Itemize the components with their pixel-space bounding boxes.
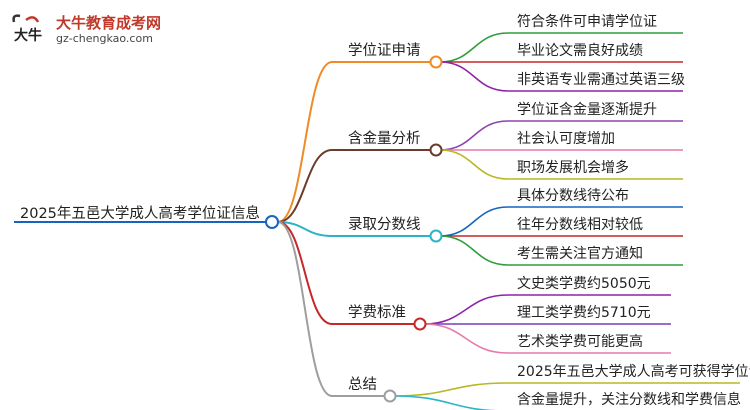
branch-connector xyxy=(277,221,333,397)
leaf-connector xyxy=(423,294,509,325)
branch-label: 录取分数线 xyxy=(348,216,421,233)
branch-node[interactable] xyxy=(429,55,443,69)
root-label: 2025年五邑大学成人高考学位证信息 xyxy=(20,205,260,222)
logo-url: gz-chengkao.com xyxy=(56,32,153,45)
leaf-label: 职场发展机会增多 xyxy=(517,159,629,176)
logo-mark: 大牛 xyxy=(14,27,42,44)
leaf-label: 具体分数线待公布 xyxy=(517,188,629,204)
root-node[interactable] xyxy=(265,215,279,229)
site-logo[interactable]: 大牛 大牛教育成考网 gz-chengkao.com xyxy=(8,10,183,52)
leaf-label: 非英语专业需通过英语三级 xyxy=(517,71,685,88)
leaf-connector xyxy=(439,120,509,151)
leaf-label: 艺术类学费可能更高 xyxy=(517,333,643,350)
leaf-connector xyxy=(439,149,509,180)
branch-node[interactable] xyxy=(413,317,427,331)
leaf-connector xyxy=(439,32,509,63)
leaf-label: 学位证含金量逐渐提升 xyxy=(517,102,657,118)
leaf-connector xyxy=(393,395,500,410)
branch-connector xyxy=(277,61,333,223)
branch-label: 含金量分析 xyxy=(348,130,421,147)
branch-node[interactable] xyxy=(429,229,443,243)
leaf-label: 理工类学费约5710元 xyxy=(517,305,651,321)
leaf-label: 毕业论文需良好成绩 xyxy=(517,43,643,59)
branch-node[interactable] xyxy=(429,143,443,157)
bull-logo-icon: 大牛 xyxy=(12,14,42,44)
leaf-label: 符合条件可申请学位证 xyxy=(517,13,657,30)
leaf-label: 文史类学费约5050元 xyxy=(517,276,651,292)
leaf-label: 往年分数线相对较低 xyxy=(517,217,643,233)
branch-connector xyxy=(277,149,333,223)
branch-connector xyxy=(277,221,333,325)
leaf-connector xyxy=(439,61,509,92)
mind-map-edges xyxy=(14,32,740,410)
leaf-connector xyxy=(439,235,509,266)
leaf-label: 含金量提升，关注分数线和学费信息 xyxy=(517,391,741,408)
branch-connector xyxy=(277,221,333,237)
leaf-connector xyxy=(423,323,509,354)
leaf-label: 考生需关注官方通知 xyxy=(517,245,643,262)
logo-title: 大牛教育成考网 xyxy=(56,14,162,32)
branch-node[interactable] xyxy=(383,389,397,403)
branch-label: 总结 xyxy=(348,376,377,393)
leaf-connector xyxy=(439,206,509,237)
leaf-label: 2025年五邑大学成人高考可获得学位证 xyxy=(517,363,750,380)
mind-map-nodes: 2025年五邑大学成人高考学位证信息 学位证申请 符合条件可申请学位证毕业论文需良好… xyxy=(20,13,750,408)
leaf-connector xyxy=(393,382,509,397)
branch-label: 学费标准 xyxy=(348,304,406,321)
branch-label: 学位证申请 xyxy=(348,42,421,59)
leaf-label: 社会认可度增加 xyxy=(517,131,615,147)
